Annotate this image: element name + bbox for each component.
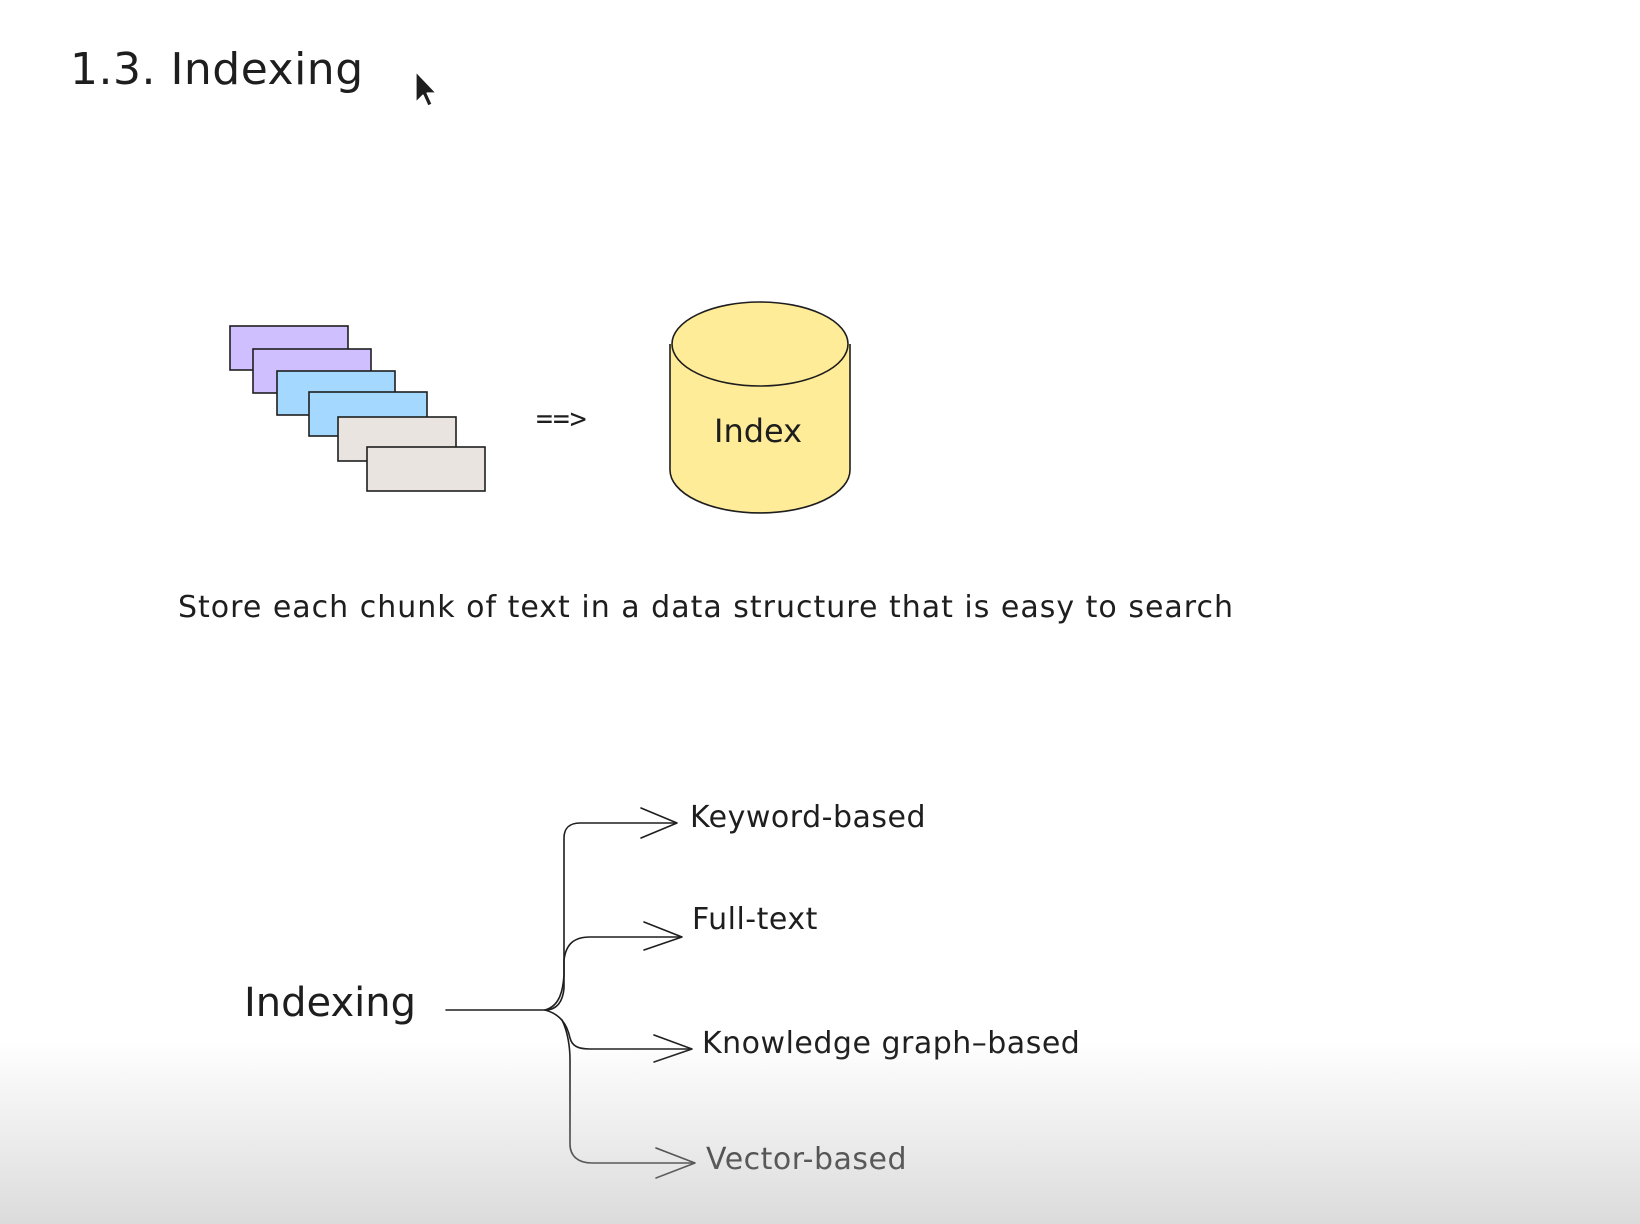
branch-label-knowledge-graph: Knowledge graph–based <box>702 1026 1081 1061</box>
chunk-rect <box>366 446 486 492</box>
cylinder-label: Index <box>714 412 803 450</box>
cylinder-body <box>669 344 851 514</box>
branch-label-vector-based: Vector-based <box>706 1142 908 1177</box>
description-text: Store each chunk of text in a data struc… <box>178 590 1234 625</box>
page-title: 1.3. Indexing <box>70 44 364 95</box>
tree-root-label: Indexing <box>244 980 416 1026</box>
branch-label-keyword-based: Keyword-based <box>690 800 927 835</box>
mouse-pointer-icon <box>415 71 437 107</box>
transform-arrow: ==> <box>536 402 587 435</box>
chunk-stack <box>229 325 486 492</box>
connector-line <box>544 1009 691 1050</box>
index-cylinder <box>669 301 851 514</box>
connector-line <box>544 936 681 1011</box>
arrowhead-icon <box>640 807 678 839</box>
connector-line <box>445 822 676 1011</box>
cylinder-top <box>671 301 849 387</box>
arrowhead-icon <box>643 921 683 951</box>
tree-connectors <box>445 807 696 1179</box>
branch-label-full-text: Full-text <box>692 902 818 937</box>
